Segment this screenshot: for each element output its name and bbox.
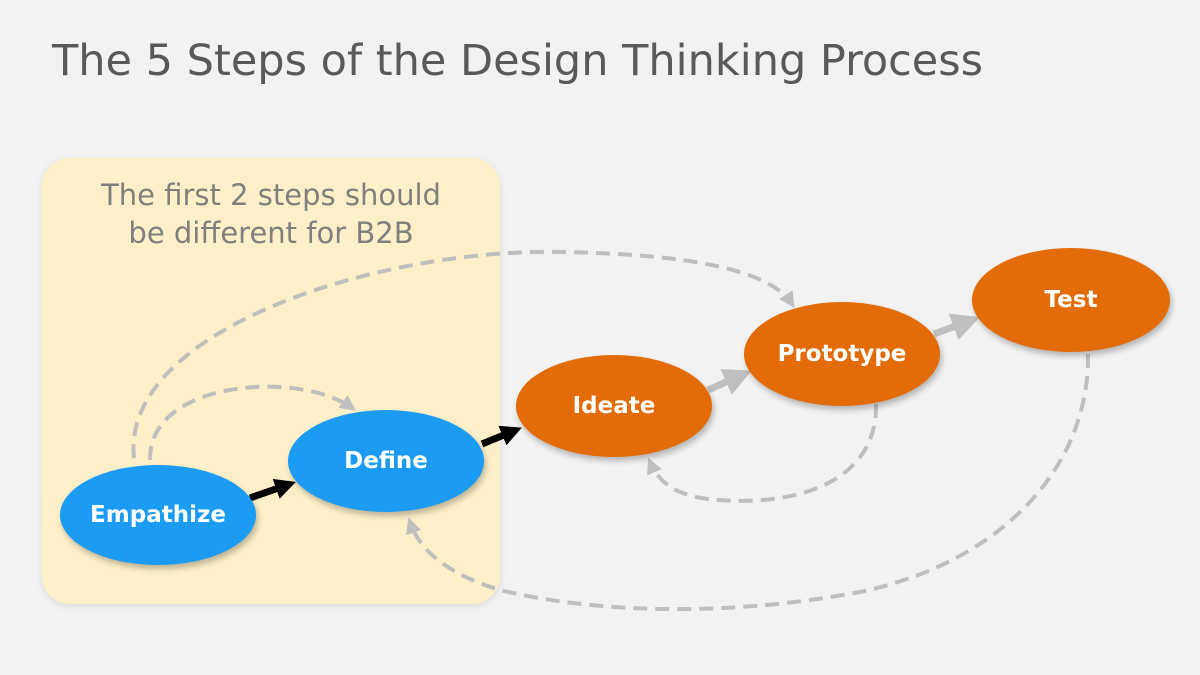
arrow-ideate-to-prototype (706, 369, 752, 395)
b2b-note: The first 2 steps should be different fo… (42, 176, 500, 252)
step-prototype-label: Prototype (777, 341, 907, 367)
step-define-label: Define (344, 448, 428, 474)
arrow-prototype-to-ideate-dashed (647, 403, 879, 503)
page-title: The 5 Steps of the Design Thinking Proce… (52, 36, 984, 86)
step-prototype: Prototype (744, 302, 940, 406)
b2b-note-line-1: The first 2 steps should (101, 178, 441, 212)
arrow-prototype-to-test (932, 313, 980, 340)
step-empathize-label: Empathize (90, 502, 226, 528)
step-define: Define (288, 410, 484, 512)
step-test-label: Test (1044, 287, 1098, 313)
arrow-define-to-ideate (480, 425, 522, 448)
step-ideate: Ideate (516, 355, 712, 457)
b2b-note-line-2: be different for B2B (128, 216, 414, 250)
arrow-empathize-to-define (248, 478, 296, 502)
arrow-test-to-define-dashed (405, 353, 1091, 612)
step-test: Test (972, 248, 1170, 352)
arrow-empathize-to-prototype-dashed (131, 249, 795, 459)
step-ideate-label: Ideate (572, 393, 656, 419)
step-empathize: Empathize (60, 465, 256, 565)
arrow-empathize-to-define-dashed (147, 384, 356, 461)
